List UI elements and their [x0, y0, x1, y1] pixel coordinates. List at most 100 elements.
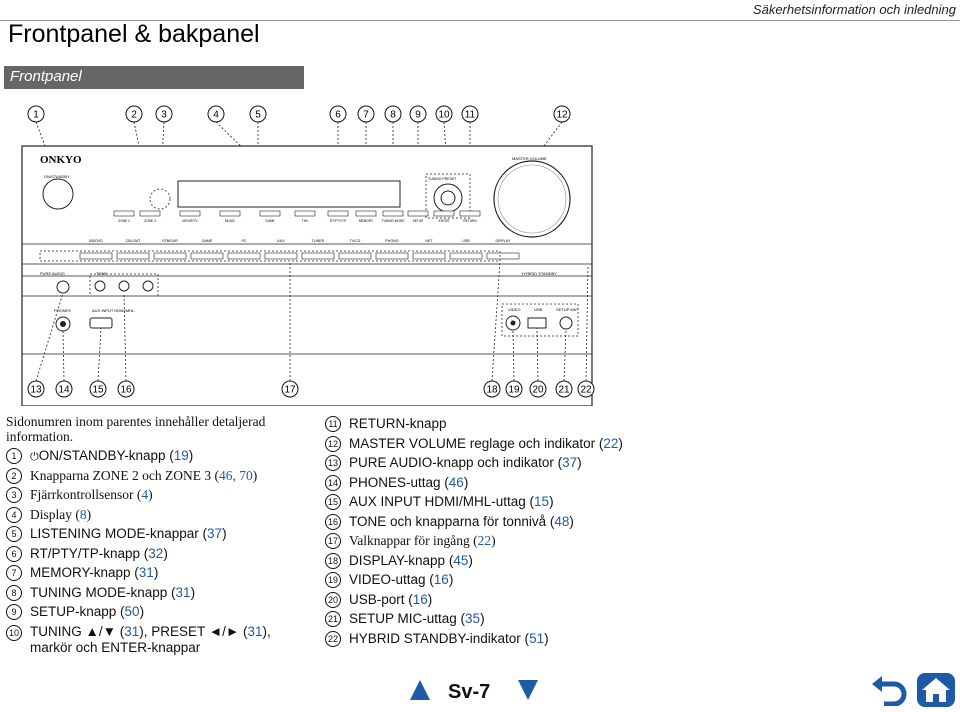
item-text: PURE AUDIO-knapp och indikator (37)	[349, 455, 582, 470]
callout-10: 10	[435, 105, 453, 123]
svg-text:19: 19	[508, 385, 520, 396]
svg-text:ZONE 3: ZONE 3	[144, 219, 156, 223]
item-number: 13	[325, 455, 341, 471]
upper-button-7: MEMORY	[355, 210, 377, 223]
input-button-4: PC	[227, 239, 261, 260]
on-standby-button	[42, 178, 74, 210]
page-ref-link[interactable]: 48	[554, 513, 570, 529]
upper-button-0: ZONE 2	[113, 210, 135, 223]
page-ref-link[interactable]: 16	[433, 572, 449, 587]
usb-label: USB	[534, 307, 543, 312]
section-title: Frontpanel	[10, 68, 82, 85]
aux-input-label: AUX INPUT HDMI/MHL	[92, 308, 135, 313]
item-number: 20	[325, 591, 341, 608]
svg-text:12: 12	[556, 110, 568, 121]
aux-hdmi-port	[89, 317, 113, 329]
page-ref-link[interactable]: 16	[412, 591, 428, 607]
svg-text:PHONO: PHONO	[385, 239, 398, 243]
page-ref-link[interactable]: 51	[529, 630, 545, 646]
page-ref-link[interactable]: 45	[453, 552, 469, 568]
item-number: 5	[6, 526, 22, 542]
input-button-11: DISPLAY	[486, 239, 520, 260]
callout-15: 15	[89, 380, 107, 398]
header-section: Säkerhetsinformation och inledning	[752, 2, 956, 17]
input-button-3: GAME	[190, 239, 224, 260]
page-ref-link[interactable]: 8	[79, 506, 87, 522]
upper-button-6: RT/PTY/TP	[327, 210, 349, 223]
item-number: 4	[6, 506, 22, 523]
item-number: 22	[325, 630, 341, 647]
item-text: USB-port (16)	[349, 591, 433, 607]
svg-text:9: 9	[415, 110, 421, 121]
page-ref-link[interactable]: 50	[124, 604, 140, 619]
upper-button-5: THX	[294, 210, 316, 223]
prev-page-arrow-icon[interactable]	[408, 678, 432, 702]
page-ref-link[interactable]: 22	[603, 435, 619, 451]
svg-text:6: 6	[335, 110, 341, 121]
page-ref-link[interactable]: 19	[173, 448, 189, 463]
page-ref-link[interactable]: 32	[148, 545, 164, 561]
tuning-preset-label: TUNING PRESET	[428, 177, 457, 181]
input-button-8: PHONO	[375, 239, 409, 260]
callout-4: 4	[207, 105, 225, 123]
svg-text:STB/DVR: STB/DVR	[162, 239, 178, 243]
svg-text:TV/CD: TV/CD	[350, 239, 361, 243]
upper-button-8: TUNING MODE	[382, 210, 404, 223]
callout-1: 1	[27, 105, 45, 123]
page-ref-link[interactable]: 31	[247, 623, 263, 639]
home-icon[interactable]	[916, 672, 956, 708]
usb-port	[527, 317, 547, 329]
callout-3: 3	[155, 105, 173, 123]
master-volume-knob	[493, 160, 571, 238]
page-ref-link[interactable]: 35	[465, 611, 481, 626]
item-text: Knapparna ZONE 2 och ZONE 3 (46, 70)	[30, 467, 258, 483]
brand-logo: ONKYO	[40, 154, 82, 166]
page-title: Frontpanel & bakpanel	[8, 20, 260, 48]
input-button-6: TUNER	[301, 239, 335, 260]
input-button-9: NET	[412, 239, 446, 260]
page-ref-link[interactable]: 22	[477, 533, 492, 548]
item-number: 15	[325, 494, 341, 510]
svg-text:DISPLAY: DISPLAY	[496, 239, 512, 243]
page-ref-link[interactable]: 46	[448, 474, 464, 490]
svg-text:GAME: GAME	[202, 239, 213, 243]
svg-text:RT/PTY/TP: RT/PTY/TP	[330, 219, 346, 223]
item-number: 16	[325, 513, 341, 530]
callout-21: 21	[555, 380, 573, 398]
pure-audio-label: PURE AUDIO	[40, 271, 65, 276]
phones-label: PHONES	[54, 308, 71, 313]
page-ref-link[interactable]: 31	[138, 565, 154, 580]
return-arrow-icon[interactable]	[870, 672, 910, 706]
svg-text:BD/DVD: BD/DVD	[89, 239, 103, 243]
svg-text:18: 18	[486, 385, 498, 396]
page-ref-link[interactable]: 31	[124, 623, 140, 639]
tone-button	[94, 280, 106, 292]
page-ref-link[interactable]: 15	[534, 494, 550, 509]
setup-mic-jack	[559, 316, 573, 330]
page-number: Sv-7	[448, 681, 491, 703]
page-ref-link[interactable]: 37	[207, 526, 223, 541]
input-button-2: STB/DVR	[153, 239, 187, 260]
page-ref-link[interactable]: 31	[175, 584, 191, 600]
next-page-arrow-icon[interactable]	[516, 678, 540, 702]
callout-22: 22	[577, 380, 595, 398]
page-ref-link[interactable]: 46, 70	[218, 467, 253, 483]
svg-text:22: 22	[580, 385, 592, 396]
item-number: 14	[325, 474, 341, 491]
svg-text:15: 15	[92, 385, 104, 396]
item-number: 18	[325, 552, 341, 569]
item-number: 1	[6, 448, 22, 464]
page-ref-link[interactable]: 4	[141, 487, 149, 502]
svg-text:1: 1	[33, 110, 39, 121]
svg-text:TUNER: TUNER	[312, 239, 325, 243]
svg-text:THX: THX	[302, 219, 309, 223]
page-ref-link[interactable]: 37	[562, 455, 578, 470]
